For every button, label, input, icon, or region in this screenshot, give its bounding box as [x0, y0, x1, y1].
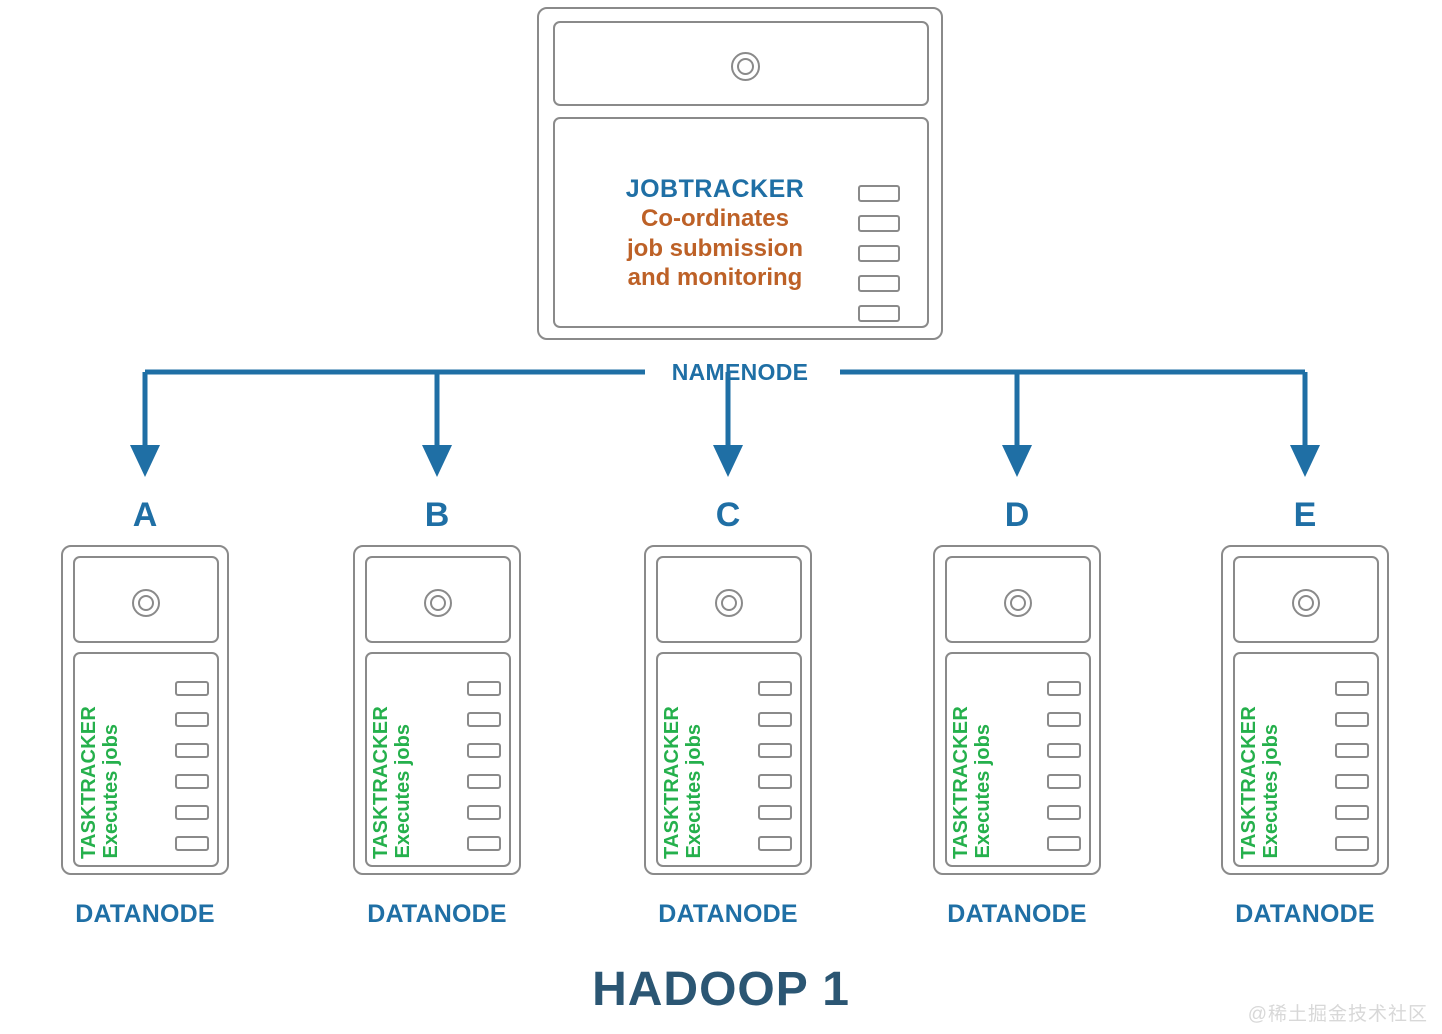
power-button-icon [1004, 589, 1032, 617]
datanode-drive-slot [1047, 774, 1081, 789]
datanode-drive-slot [1335, 712, 1369, 727]
page-title: HADOOP 1 [592, 963, 850, 1016]
datanode-drive-slot [758, 681, 792, 696]
datanode-letter-d: D [1004, 496, 1030, 534]
datanode-drive-slot [1335, 743, 1369, 758]
jobtracker-drive-slot [858, 275, 900, 292]
tasktracker-role-label: TASKTRACKER [661, 706, 683, 859]
datanode-drive-slot [1335, 805, 1369, 820]
tasktracker-role-detail: Executes jobs [1260, 724, 1282, 859]
datanode-top-bay [945, 556, 1091, 643]
tasktracker-role-detail: Executes jobs [683, 724, 705, 859]
datanode-drive-slot [1047, 681, 1081, 696]
datanode-drive-slot [175, 743, 209, 758]
tasktracker-role-label: TASKTRACKER [78, 706, 100, 859]
jobtracker-drive-slot [858, 245, 900, 262]
datanode-drive-slot [175, 681, 209, 696]
tasktracker-role-detail: Executes jobs [972, 724, 994, 859]
datanode-drive-slot [467, 743, 501, 758]
datanode-drive-slot [175, 712, 209, 727]
datanode-drive-slot [1047, 743, 1081, 758]
arrowhead-icon-b [422, 445, 452, 477]
jobtracker-text-block: JOBTRACKER Co-ordinates job submission a… [595, 174, 835, 293]
arrowhead-icon-a [130, 445, 160, 477]
datanode-drive-slot [467, 681, 501, 696]
datanode-drive-slot [758, 774, 792, 789]
datanode-top-bay [1233, 556, 1379, 643]
datanode-top-bay [73, 556, 219, 643]
tasktracker-role-detail: Executes jobs [392, 724, 414, 859]
datanode-drive-slot [1335, 774, 1369, 789]
datanode-drive-slot [1047, 805, 1081, 820]
datanode-drive-slot [1335, 681, 1369, 696]
datanode-drive-slot [467, 774, 501, 789]
datanode-label-b: DATANODE [367, 900, 507, 928]
power-button-icon [424, 589, 452, 617]
tasktracker-role-label: TASKTRACKER [950, 706, 972, 859]
datanode-top-bay [365, 556, 511, 643]
datanode-drive-slot [758, 836, 792, 851]
watermark: @稀土掘金技术社区 [1247, 1004, 1428, 1025]
jobtracker-drive-slot [858, 305, 900, 322]
datanode-drive-slot [467, 712, 501, 727]
datanode-top-bay [656, 556, 802, 643]
datanode-letter-c: C [715, 496, 741, 534]
tasktracker-role-label: TASKTRACKER [370, 706, 392, 859]
jobtracker-description-line-3: and monitoring [627, 264, 803, 292]
power-button-icon [132, 589, 160, 617]
jobtracker-top-bay [553, 21, 929, 106]
datanode-letter-b: B [424, 496, 450, 534]
datanode-drive-slot [175, 805, 209, 820]
arrowhead-icon-d [1002, 445, 1032, 477]
power-button-icon [715, 589, 743, 617]
datanode-drive-slot [175, 774, 209, 789]
jobtracker-drive-slot [858, 185, 900, 202]
jobtracker-server-chassis: JOBTRACKER Co-ordinates job submission a… [537, 7, 943, 340]
tasktracker-role-detail: Executes jobs [100, 724, 122, 859]
jobtracker-role-label: JOBTRACKER [625, 175, 805, 203]
jobtracker-drive-slot [858, 215, 900, 232]
jobtracker-description-line-1: Co-ordinates [640, 205, 789, 232]
datanode-drive-slot [1047, 836, 1081, 851]
datanode-drive-slot [175, 836, 209, 851]
jobtracker-description-line-2: job submission [626, 234, 803, 262]
jobtracker-main-bay: JOBTRACKER Co-ordinates job submission a… [553, 117, 929, 328]
namenode-label: NAMENODE [671, 359, 809, 385]
datanode-drive-slot [467, 805, 501, 820]
tasktracker-role-label: TASKTRACKER [1238, 706, 1260, 859]
datanode-label-e: DATANODE [1235, 900, 1375, 928]
power-button-icon [1292, 589, 1320, 617]
datanode-letter-a: A [132, 496, 158, 534]
datanode-drive-slot [758, 712, 792, 727]
datanode-drive-slot [467, 836, 501, 851]
arrowhead-icon-e [1290, 445, 1320, 477]
datanode-label-c: DATANODE [658, 900, 798, 928]
datanode-letter-e: E [1293, 496, 1317, 534]
datanode-drive-slot [758, 743, 792, 758]
datanode-label-a: DATANODE [75, 900, 215, 928]
datanode-drive-slot [1335, 836, 1369, 851]
power-button-icon [731, 52, 760, 81]
datanode-label-d: DATANODE [947, 900, 1087, 928]
datanode-drive-slot [758, 805, 792, 820]
arrowhead-icon-c [713, 445, 743, 477]
datanode-drive-slot [1047, 712, 1081, 727]
